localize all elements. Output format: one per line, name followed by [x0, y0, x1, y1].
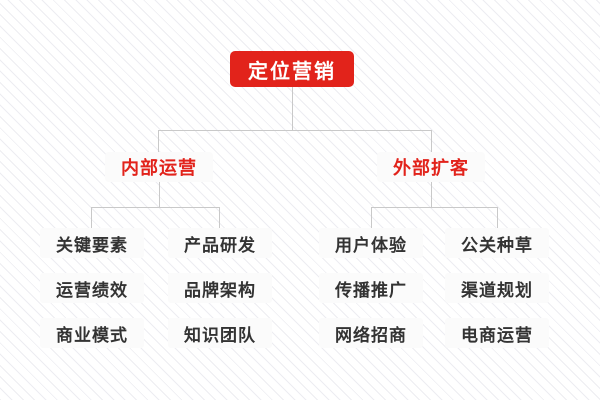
leaf-node: 电商运营: [445, 318, 549, 348]
connector-root-vertical: [292, 87, 293, 130]
connector-right-horizontal: [371, 207, 498, 208]
leaf-node: 商业模式: [40, 318, 144, 348]
leaf-node: 关键要素: [40, 228, 144, 258]
connector-left-col1-drop: [91, 207, 92, 228]
branch-node-internal-operations: 内部运营: [105, 152, 213, 182]
leaf-node: 产品研发: [168, 228, 272, 258]
connector-branch-left-drop: [158, 130, 159, 152]
leaf-node: 品牌架构: [168, 273, 272, 303]
connector-right-branch-vertical: [431, 182, 432, 207]
leaf-node: 用户体验: [319, 228, 423, 258]
leaf-node: 知识团队: [168, 318, 272, 348]
root-node: 定位营销: [230, 51, 354, 87]
branch-node-external-expansion: 外部扩客: [377, 152, 485, 182]
leaf-node: 传播推广: [319, 273, 423, 303]
connector-left-col2-drop: [219, 207, 220, 228]
leaf-node: 公关种草: [445, 228, 549, 258]
connector-left-branch-vertical: [159, 182, 160, 207]
connector-branch-right-drop: [431, 130, 432, 152]
connector-level1-horizontal: [158, 130, 432, 131]
leaf-node: 渠道规划: [445, 273, 549, 303]
connector-left-horizontal: [91, 207, 220, 208]
leaf-node: 运营绩效: [40, 273, 144, 303]
connector-right-col2-drop: [497, 207, 498, 228]
leaf-node: 网络招商: [319, 318, 423, 348]
connector-right-col1-drop: [371, 207, 372, 228]
